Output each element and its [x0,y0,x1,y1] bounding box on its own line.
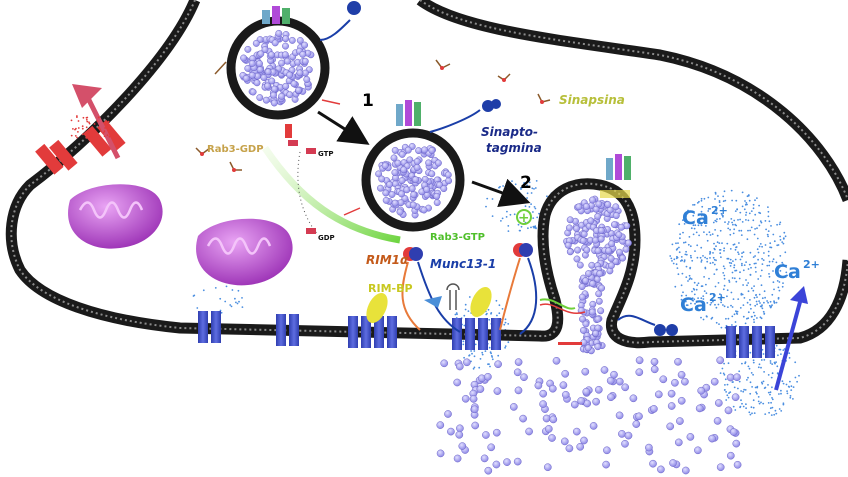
svg-text:2+: 2+ [711,204,728,217]
calcium-label-1: Ca 2+ [682,204,728,229]
rim1a-protein-2 [499,243,538,335]
svg-text:2+: 2+ [709,291,726,304]
red-marker [558,342,582,345]
rim-bp-protein [366,293,388,323]
munc13-label: Munc13-1 [430,257,496,271]
rab3-gtp-label: Rab3-GTP [430,232,485,243]
svg-text:2+: 2+ [803,258,820,271]
synapsin-label: Sinapsina [559,93,625,107]
synaptotagmin-label-1: Sinapto- [481,125,538,139]
rim-bp-label: RIM-BP [368,282,413,295]
calcium-channels [198,311,775,358]
rab3-transition-band [262,146,401,244]
rim-bp-protein-2 [470,287,492,317]
efflux-dots [70,115,111,139]
plus-marker [516,209,532,225]
plus-sign: + [519,211,530,226]
calcium-influx-arrow [774,301,802,391]
svg-text:Ca: Ca [774,261,801,283]
released-neurotransmitter [436,356,742,475]
svg-text:Ca: Ca [680,294,707,316]
synaptic-vesicle-reserve [214,1,361,120]
scaffold-icon [424,296,442,308]
synaptic-vesicle-docked [343,99,501,232]
potassium-channel [35,84,126,175]
presynaptic-membrane [5,0,848,349]
calcium-label-2: Ca 2+ [774,258,820,283]
rim1a-label: RIM1α [366,253,409,267]
step-1-arrow [317,110,370,145]
gdp-label: GDP [318,234,335,242]
step-1-label: 1 [362,91,374,111]
svg-text:Ca: Ca [682,207,709,229]
synapsin-molecules [195,59,551,172]
gtp-label: GTP [318,150,334,158]
synaptotagmin-label-2: tagmina [486,141,542,155]
mitochondrion-2 [196,218,293,286]
step-2-label: 2 [520,173,532,193]
synaptic-vesicle-fusing [563,154,632,355]
mitochondrion-1 [68,184,163,249]
calcium-label-3: Ca 2+ [680,291,726,316]
rab3-gdp-label: Rab3-GDP [207,144,264,155]
step-2-arrow [471,178,531,208]
